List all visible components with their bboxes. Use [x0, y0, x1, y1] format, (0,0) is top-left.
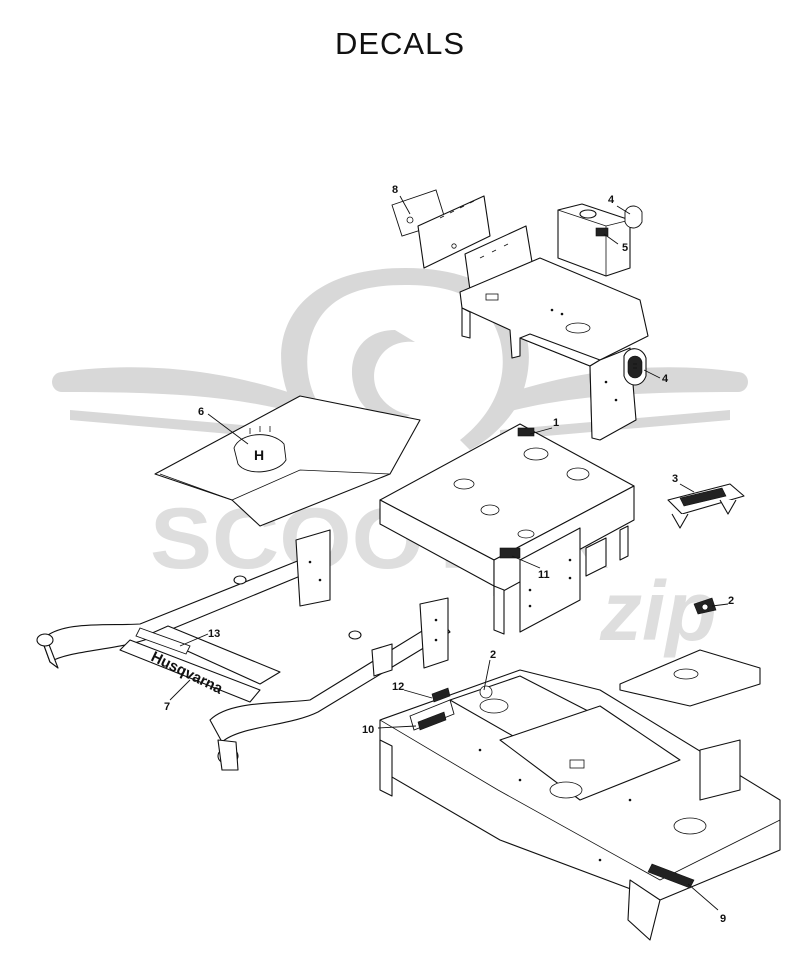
- callout-4-top: 4: [608, 194, 615, 206]
- callout-3: 3: [672, 473, 678, 485]
- callout-7: 7: [164, 701, 170, 713]
- callout-4-right: 4: [662, 373, 669, 385]
- callout-9: 9: [720, 913, 726, 925]
- callouts: 8 4 5 4 6 1 3 11 2 2 13 12 10 7 9: [164, 184, 734, 925]
- callout-13: 13: [208, 628, 220, 640]
- callout-11: 12: [392, 681, 404, 693]
- callout-2-right: 2: [728, 595, 734, 607]
- upper-side-panels: [417, 195, 533, 291]
- part-hood-6: H: [154, 395, 421, 527]
- callout-1: 1: [553, 417, 559, 429]
- callout-5: 5: [622, 242, 628, 254]
- callout-12: 11: [538, 569, 550, 581]
- part-tag-3: [667, 483, 745, 529]
- callout-6: 6: [198, 406, 204, 418]
- part-deck-plate-1: [379, 423, 635, 635]
- page-title: DECALS: [334, 26, 466, 61]
- part-decal-2-right: [693, 597, 717, 615]
- callout-8: 8: [392, 184, 398, 196]
- svg-text:H: H: [254, 447, 264, 463]
- upper-console-frame: [459, 257, 649, 441]
- right-deck-cover: [619, 649, 761, 707]
- mower-deck: [379, 669, 781, 941]
- callout-10: 10: [362, 724, 374, 736]
- part-frame-rails-7: [36, 529, 451, 771]
- fuel-tank-box: [557, 203, 643, 277]
- callout-2-deck: 2: [490, 649, 496, 661]
